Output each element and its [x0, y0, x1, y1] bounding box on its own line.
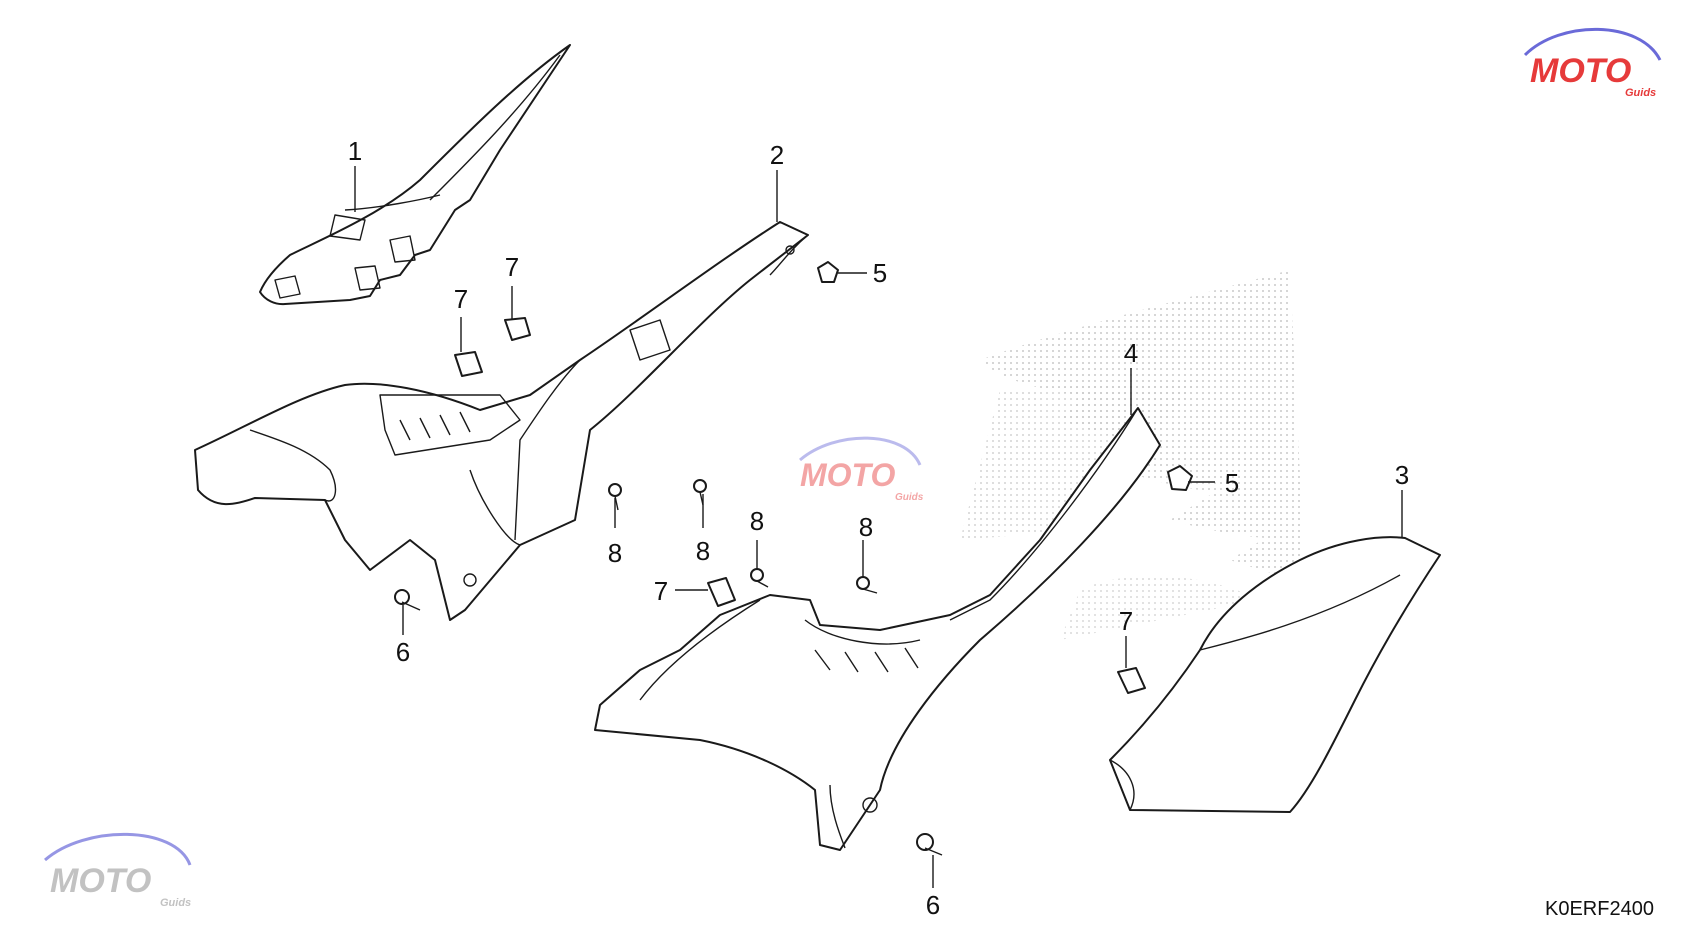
callout-7a: 7: [505, 252, 519, 282]
clip-7a-icon: [504, 317, 531, 341]
leader-lines: [354, 166, 1403, 888]
part-4-side-cover-center: [594, 407, 1161, 851]
grommet-5a-icon: [817, 261, 839, 283]
clip-7d-icon: [1117, 667, 1146, 694]
callout-5b: 5: [1225, 468, 1239, 498]
svg-text:MOTO: MOTO: [50, 862, 151, 900]
callout-3: 3: [1395, 460, 1409, 490]
watermark-center: MOTO Guids: [799, 436, 924, 503]
part-2-side-cover-left: [194, 221, 809, 621]
callout-6b: 6: [926, 890, 940, 920]
callout-8d: 8: [859, 512, 873, 542]
callout-6a: 6: [396, 637, 410, 667]
callout-7c: 7: [654, 576, 668, 606]
part-1-inner-cover: [259, 44, 571, 306]
clip-7c-icon: [707, 577, 736, 607]
svg-text:Guids: Guids: [160, 897, 191, 909]
bolt-6a-icon: [394, 589, 421, 611]
drawing-code: K0ERF2400: [1545, 898, 1654, 920]
callout-1: 1: [348, 136, 362, 166]
callout-labels: 1 2 3 4 5 5 6 6 7 7 7 7 8 8 8 8: [348, 136, 1409, 920]
watermark-bottom-left: MOTO Guids: [44, 832, 192, 909]
callout-8c: 8: [750, 506, 764, 536]
clip-7b-icon: [454, 351, 483, 377]
watermark-top-right: MOTO Guids: [1523, 27, 1662, 99]
callout-8b: 8: [696, 536, 710, 566]
screw-8b-icon: [693, 479, 707, 506]
callout-7b: 7: [454, 284, 468, 314]
callout-7d: 7: [1119, 606, 1133, 636]
callout-4: 4: [1124, 338, 1138, 368]
callout-8a: 8: [608, 538, 622, 568]
svg-text:MOTO: MOTO: [800, 457, 896, 493]
callout-2: 2: [770, 140, 784, 170]
svg-text:Guids: Guids: [1625, 87, 1656, 99]
bolt-6b-icon: [916, 833, 943, 856]
screw-8c-icon: [750, 568, 769, 588]
screw-8d-icon: [856, 576, 878, 594]
svg-text:Guids: Guids: [895, 492, 924, 503]
part-3-side-cover-right: [1109, 536, 1441, 813]
grommet-5b-icon: [1167, 465, 1193, 491]
callout-5a: 5: [873, 258, 887, 288]
svg-text:MOTO: MOTO: [1530, 52, 1631, 90]
screw-8a-icon: [608, 483, 622, 511]
